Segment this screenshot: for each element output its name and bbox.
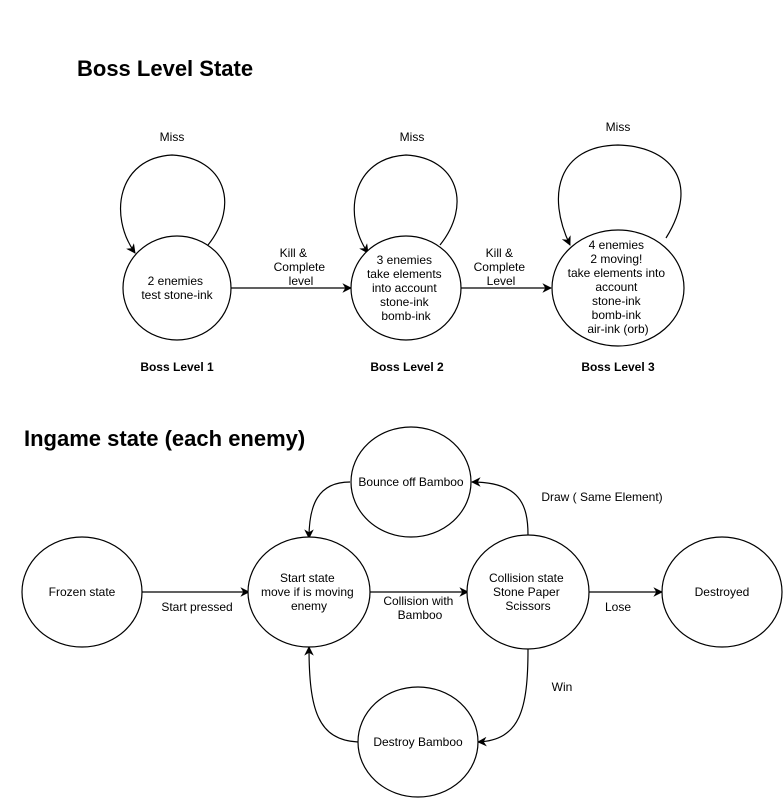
edge-draw-label: Draw ( Same Element) (541, 490, 662, 504)
destroyed-state-text: Destroyed (695, 585, 750, 599)
destroy-bamboo-text: Destroy Bamboo (373, 735, 463, 749)
boss-level3-miss-label: Miss (606, 120, 631, 134)
edge-destroy-bamboo-to-start (304, 646, 359, 743)
edge-bounce-to-start (304, 481, 351, 539)
boss-edge-2-3-label: Kill & Complete Level (474, 246, 529, 288)
boss-level2-miss-label: Miss (400, 130, 425, 144)
boss-level1-label: Boss Level 1 (140, 360, 214, 374)
boss-level2-text: 3 enemies take elements into account sto… (367, 253, 445, 323)
collision-state (466, 534, 590, 650)
bounce-off-bamboo-state (350, 426, 472, 538)
boss-level2-label: Boss Level 2 (370, 360, 444, 374)
edge-collision-with-label: Collision with Bamboo (383, 594, 456, 622)
boss-level1-miss-loop (120, 154, 226, 254)
boss-level2-state (350, 235, 462, 341)
boss-level3-label: Boss Level 3 (581, 360, 655, 374)
boss-edge-1-2-label: Kill & Complete level (274, 246, 329, 288)
boss-level3-miss-loop (557, 144, 682, 246)
frozen-state (21, 536, 143, 648)
edge-lose-label: Lose (605, 600, 631, 614)
boss-section-title: Boss Level State (77, 56, 253, 81)
start-state (247, 536, 371, 648)
edge-win-label: Win (552, 680, 573, 694)
boss-level2-miss-loop (353, 154, 458, 254)
boss-level1-text: 2 enemies test stone-ink (141, 274, 213, 302)
frozen-state-text: Frozen state (49, 585, 116, 599)
boss-level1-miss-label: Miss (160, 130, 185, 144)
start-state-text: Start state move if is moving enemy (261, 571, 357, 613)
ingame-section-title: Ingame state (each enemy) (24, 426, 305, 451)
destroy-bamboo-state (357, 686, 479, 798)
collision-state-text: Collision state Stone Paper Scissors (489, 571, 567, 613)
boss-level3-state (551, 229, 685, 347)
edge-collision-to-bounce (471, 477, 529, 536)
bounce-off-bamboo-text: Bounce off Bamboo (358, 475, 464, 489)
destroyed-state (661, 536, 783, 648)
edge-collision-to-destroy-bamboo (477, 648, 529, 747)
boss-level3-text: 4 enemies 2 moving! take elements into a… (568, 238, 669, 336)
boss-level1-state (122, 235, 232, 341)
edge-start-pressed-label: Start pressed (161, 600, 232, 614)
